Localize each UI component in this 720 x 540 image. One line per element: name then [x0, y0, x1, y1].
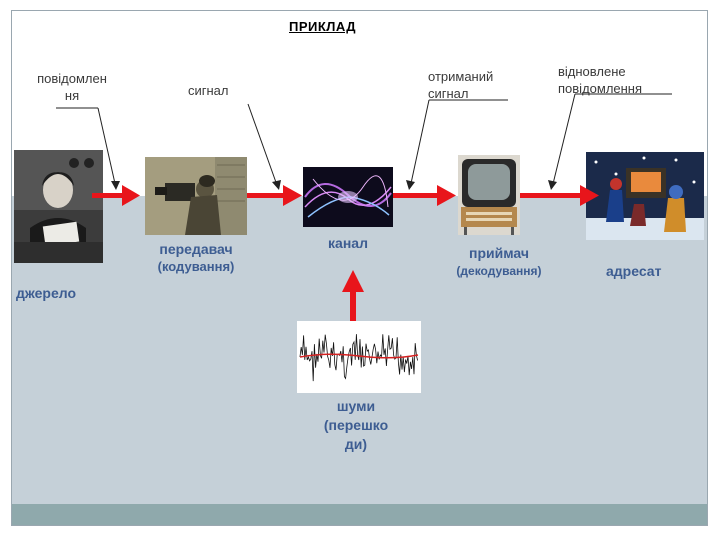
arrow-source-transmitter-head — [122, 185, 140, 206]
node-label-transmitter: передавач (кодування) — [140, 240, 252, 276]
arrow-receiver-addressee-shaft — [520, 193, 582, 198]
callout-signal: сигнал — [188, 83, 229, 98]
slide-frame — [11, 10, 708, 526]
callout-message: повідомлен ня — [24, 70, 120, 104]
arrow-channel-receiver-shaft — [393, 193, 439, 198]
callout-restored-message-line1: відновлене — [558, 64, 626, 79]
arrow-transmitter-channel-shaft — [247, 193, 285, 198]
callout-restored-message: відновлене повідомлення — [558, 63, 642, 97]
channel-image — [303, 167, 393, 227]
callout-signal-leader — [247, 103, 279, 189]
node-label-receiver-sub: (декодування) — [456, 264, 542, 278]
node-label-transmitter-sub: (кодування) — [157, 259, 235, 274]
callout-message-line1: повідомлен — [37, 71, 107, 86]
addressee-image — [586, 152, 704, 240]
node-label-noise-line3: ди) — [344, 436, 368, 452]
callout-received-arrowhead — [406, 180, 415, 190]
callout-restored-message-line2: повідомлення — [558, 81, 643, 96]
arrow-source-transmitter-shaft — [92, 193, 124, 198]
callout-message-arrowhead — [111, 181, 120, 190]
node-label-transmitter-name: передавач — [159, 241, 233, 257]
callout-received-signal-line1: отриманий — [428, 69, 494, 84]
arrow-noise-channel-shaft — [350, 290, 356, 321]
arrow-noise-channel-head — [342, 270, 364, 292]
callout-restored-arrowhead — [548, 180, 557, 190]
node-label-noise-line1: шуми — [336, 398, 376, 414]
callout-received-signal-line2: сигнал — [428, 86, 469, 101]
slide-title: ПРИКЛАД — [289, 19, 357, 34]
callout-signal-arrowhead — [272, 180, 281, 190]
source-photo — [14, 150, 103, 263]
slide-footer-bar — [12, 504, 707, 525]
receiver-tv-image — [458, 155, 520, 235]
flow-arrows — [92, 185, 599, 321]
callout-restored-leader — [551, 93, 576, 189]
callout-received-signal: отриманий сигнал — [428, 68, 493, 102]
node-label-receiver: приймач (декодування) — [436, 244, 562, 280]
callout-message-leader — [97, 107, 117, 189]
node-label-noise-line2: (перешко — [323, 417, 389, 433]
arrow-channel-receiver-head — [437, 185, 456, 206]
node-label-channel: канал — [328, 235, 368, 251]
node-label-noise: шуми (перешко ди) — [306, 397, 406, 454]
callout-received-leader — [409, 99, 430, 189]
transmitter-photo — [145, 157, 247, 235]
node-label-source: джерело — [16, 285, 77, 301]
node-label-addressee: адресат — [606, 263, 662, 279]
arrow-receiver-addressee-head — [580, 185, 599, 206]
arrow-transmitter-channel-head — [283, 185, 302, 206]
callout-lines — [56, 93, 672, 189]
callout-arrowheads — [111, 180, 557, 190]
callout-message-line2: ня — [64, 88, 80, 103]
node-label-receiver-name: приймач — [469, 245, 529, 261]
noise-image — [297, 321, 421, 393]
